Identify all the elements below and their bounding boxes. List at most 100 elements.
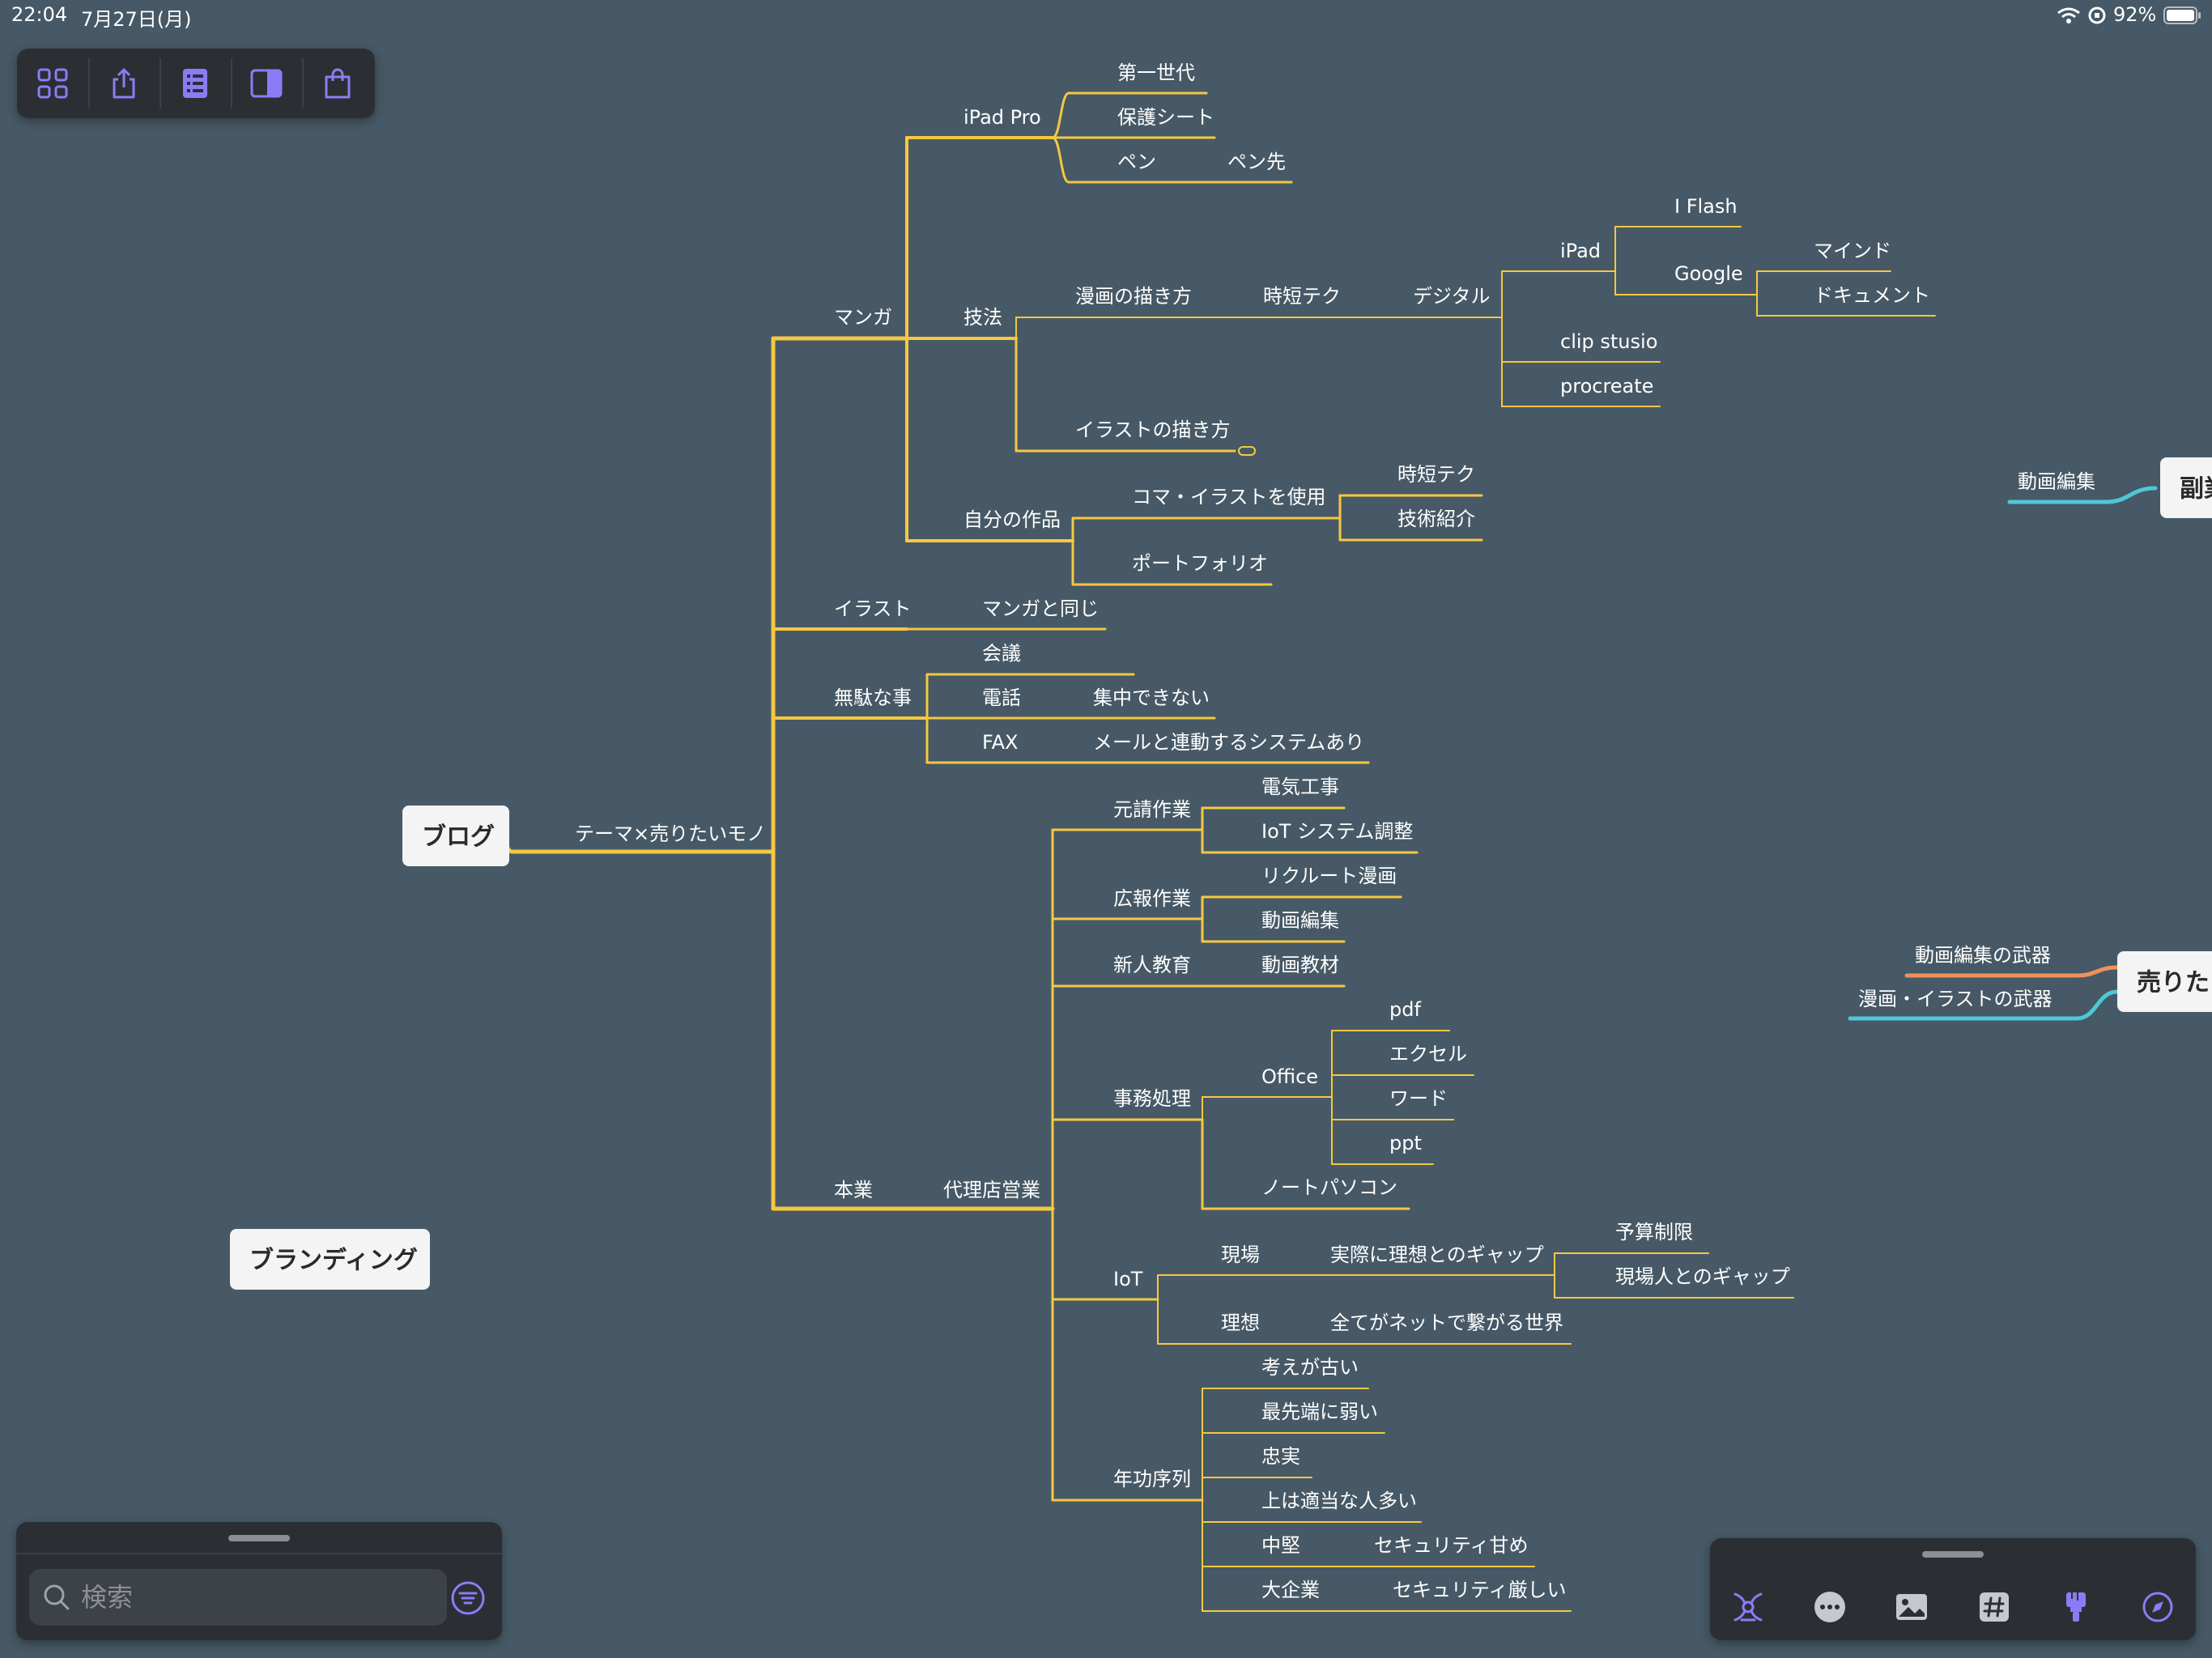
mindmap-node-label[interactable]: 大企業 bbox=[1261, 1579, 1320, 1601]
mindmap-node-label[interactable]: 技術紹介 bbox=[1397, 508, 1475, 530]
mindmap-node-label[interactable]: 集中できない bbox=[1093, 687, 1210, 709]
mindmap-node-label[interactable]: clip stusio bbox=[1560, 330, 1657, 353]
mindmap-node-label[interactable]: 考えが古い bbox=[1261, 1356, 1359, 1379]
mindmap-node-label[interactable]: テーマ×売りたいモノ bbox=[575, 823, 766, 845]
navigate-button[interactable] bbox=[2136, 1585, 2180, 1629]
collapsed-indicator[interactable] bbox=[1238, 446, 1256, 456]
mindmap-node-label[interactable]: 元請作業 bbox=[1113, 798, 1191, 821]
image-icon bbox=[1896, 1594, 1928, 1620]
mindmap-node-label[interactable]: 広報作業 bbox=[1113, 887, 1191, 910]
mindmap-node-label[interactable]: 新人教育 bbox=[1113, 954, 1191, 976]
status-date: 7月27日(月) bbox=[81, 8, 192, 31]
mindmap-node-label[interactable]: 電話 bbox=[982, 687, 1021, 709]
store-bag-icon bbox=[325, 68, 351, 99]
mindmap-node-label[interactable]: 現場 bbox=[1221, 1244, 1260, 1266]
bar-grabber[interactable] bbox=[1922, 1551, 1984, 1558]
mindmap-node-label[interactable]: 会議 bbox=[982, 642, 1021, 665]
mindmap-node-label[interactable]: 現場人とのギャップ bbox=[1615, 1265, 1790, 1288]
mindmap-node-label[interactable]: ワード bbox=[1389, 1087, 1448, 1110]
mindmap-node-label[interactable]: 自分の作品 bbox=[963, 508, 1061, 531]
panel-grabber[interactable] bbox=[228, 1535, 290, 1541]
mindmap-node-label[interactable]: イラスト bbox=[834, 597, 912, 620]
mindmap-node-label[interactable]: 技法 bbox=[963, 306, 1002, 329]
mindmap-node-label[interactable]: 本業 bbox=[834, 1179, 873, 1201]
mindmap-node-label[interactable]: 上は適当な人多い bbox=[1261, 1490, 1417, 1512]
mindmap-node-label[interactable]: マンガ bbox=[834, 306, 892, 329]
mindmap-node-label[interactable]: リクルート漫画 bbox=[1261, 865, 1397, 887]
root-node-sell[interactable]: 売りたいモノ bbox=[2117, 951, 2212, 1012]
mindmap-node-label[interactable]: 保護シート bbox=[1117, 106, 1214, 129]
mindmap-node-label[interactable]: 予算制限 bbox=[1615, 1221, 1693, 1244]
mindmap-node-label[interactable]: iPad Pro bbox=[963, 106, 1041, 129]
mindmap-node-label[interactable]: ペン bbox=[1117, 151, 1156, 173]
mindmap-node-label[interactable]: ポートフォリオ bbox=[1132, 552, 1268, 575]
mindmap-node-label[interactable]: 動画編集 bbox=[2018, 470, 2095, 493]
filter-button[interactable] bbox=[450, 1580, 486, 1616]
mindmap-node-label[interactable]: ppt bbox=[1389, 1132, 1422, 1154]
mindmap-node-label[interactable]: セキュリティ厳しい bbox=[1393, 1579, 1567, 1601]
mindmap-node-label[interactable]: Google bbox=[1674, 262, 1743, 285]
mindmap-node-label[interactable]: pdf bbox=[1389, 998, 1421, 1021]
mindmap-node-label[interactable]: 第一世代 bbox=[1117, 62, 1195, 84]
search-input[interactable] bbox=[79, 1581, 423, 1613]
mindmap-node-label[interactable]: 代理店営業 bbox=[943, 1179, 1040, 1201]
mindmap-node-label[interactable]: 動画編集の武器 bbox=[1915, 944, 2051, 967]
tag-button[interactable] bbox=[1972, 1585, 2016, 1629]
insert-image-button[interactable] bbox=[1890, 1585, 1933, 1629]
root-node-box bbox=[402, 806, 509, 866]
mindmap-node-label[interactable]: 忠実 bbox=[1261, 1445, 1300, 1468]
search-icon bbox=[44, 1584, 70, 1610]
root-node-side[interactable]: 副業 bbox=[2160, 457, 2212, 518]
mindmap-node-label[interactable]: エクセル bbox=[1389, 1043, 1467, 1065]
mindmap-node-label[interactable]: 無駄な事 bbox=[834, 687, 912, 709]
mindmap-node-label[interactable]: IoT bbox=[1113, 1268, 1143, 1290]
mindmap-node-label[interactable]: マンガと同じ bbox=[982, 597, 1099, 620]
mindmap-node-label[interactable]: procreate bbox=[1560, 375, 1653, 397]
mindmap-node-label[interactable]: 動画編集 bbox=[1261, 909, 1339, 932]
mindmap-node-label[interactable]: 漫画・イラストの武器 bbox=[1858, 988, 2052, 1010]
mindmap-node-label[interactable]: ノートパソコン bbox=[1261, 1176, 1397, 1199]
root-node-branding[interactable]: ブランディング bbox=[230, 1229, 430, 1290]
more-options-button[interactable] bbox=[1808, 1585, 1852, 1629]
mindmap-node-label[interactable]: 事務処理 bbox=[1113, 1087, 1191, 1110]
mindmap-node-label[interactable]: セキュリティ甘め bbox=[1374, 1534, 1529, 1557]
focus-node-button[interactable] bbox=[1726, 1585, 1770, 1629]
mindmap-node-label[interactable]: FAX bbox=[982, 731, 1018, 754]
mindmap-node-label[interactable]: コマ・イラストを使用 bbox=[1132, 486, 1326, 508]
mindmap-node-label[interactable]: 電気工事 bbox=[1261, 776, 1339, 798]
root-node-blog[interactable]: ブログ bbox=[402, 806, 509, 866]
mindmap-node-label[interactable]: 理想 bbox=[1221, 1312, 1260, 1334]
mindmap-node-label[interactable]: I Flash bbox=[1674, 195, 1738, 218]
mindmap-node-label[interactable]: 年功序列 bbox=[1113, 1468, 1191, 1490]
mindmap-node-label[interactable]: メールと連動するシステムあり bbox=[1093, 731, 1364, 754]
mindmap-node-label[interactable]: 漫画の描き方 bbox=[1075, 285, 1192, 308]
mindmap-node-label[interactable]: 実際に理想とのギャップ bbox=[1330, 1244, 1544, 1266]
search-box bbox=[29, 1569, 447, 1626]
store-button[interactable] bbox=[302, 49, 373, 118]
mindmap-node-label[interactable]: ペン先 bbox=[1227, 151, 1286, 173]
mindmap-node-label[interactable]: 時短テク bbox=[1263, 285, 1341, 308]
mindmap-node-label[interactable]: 動画教材 bbox=[1261, 954, 1339, 976]
filter-icon bbox=[451, 1581, 485, 1615]
more-options-icon bbox=[1814, 1592, 1846, 1622]
top-toolbar bbox=[17, 49, 375, 118]
mindmap-node-label[interactable]: 全てがネットで繋がる世界 bbox=[1330, 1312, 1563, 1334]
mindmap-node-label[interactable]: iPad bbox=[1560, 240, 1601, 262]
battery-icon bbox=[2163, 6, 2202, 24]
root-node-box bbox=[2160, 457, 2212, 518]
mindmap-node-label[interactable]: ドキュメント bbox=[1814, 284, 1930, 307]
share-button[interactable] bbox=[88, 49, 160, 118]
mindmap-node-label[interactable]: IoT システム調整 bbox=[1261, 820, 1413, 843]
outline-button[interactable] bbox=[160, 49, 231, 118]
mindmap-node-label[interactable]: イラストの描き方 bbox=[1075, 419, 1231, 441]
mindmap-node-label[interactable]: 中堅 bbox=[1261, 1534, 1300, 1557]
mindmap-node-label[interactable]: Office bbox=[1261, 1065, 1318, 1088]
mindmap-node-label[interactable]: 時短テク bbox=[1397, 463, 1475, 486]
mindmap-node-label[interactable]: 最先端に弱い bbox=[1261, 1401, 1378, 1423]
grid-button[interactable] bbox=[17, 49, 88, 118]
style-brush-button[interactable] bbox=[2054, 1585, 2098, 1629]
mindmap-node-label[interactable]: マインド bbox=[1814, 240, 1891, 262]
sidebar-toggle-button[interactable] bbox=[231, 49, 302, 118]
mindmap-node-label[interactable]: デジタル bbox=[1413, 285, 1491, 308]
